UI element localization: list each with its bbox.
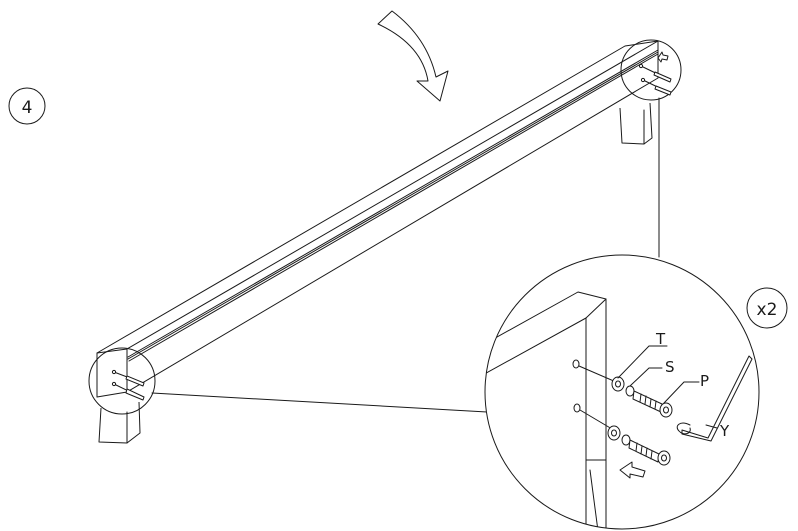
leader-S [629,367,663,387]
part-label-Y: Y [719,422,730,440]
leader-P [663,381,700,404]
screw-right-upper [638,63,672,83]
left-joint-callout [88,347,156,415]
allen-key-icon [676,355,753,442]
fastener-set-lower [573,403,671,466]
part-T-washer [611,376,625,392]
quantity-badge: x2 [746,287,788,329]
leg-right [619,102,653,145]
placement-arrow-icon [377,10,449,102]
insert-arrow-icon [657,51,669,63]
screw-left-upper [111,369,145,387]
insert-direction-arrow-icon [619,461,646,479]
screw-left-lower [111,381,145,401]
fastener-set-upper [572,359,673,418]
leader-line-bottom [151,392,488,413]
headboard-rail [96,40,659,398]
part-S-nut [625,385,635,397]
leader-Y [705,424,718,429]
screw-right-lower [640,77,672,96]
step-number-badge: 4 [8,87,46,125]
part-label-P: P [700,372,709,390]
quantity-label: x2 [757,300,778,320]
right-joint-callout [620,39,682,101]
leader-T [617,345,668,379]
part-label-S: S [665,358,675,376]
part-label-T: T [655,330,666,348]
zoom-detail-callout: T S P Y [484,254,760,530]
step-number: 4 [22,98,33,118]
leg-left [98,401,141,444]
